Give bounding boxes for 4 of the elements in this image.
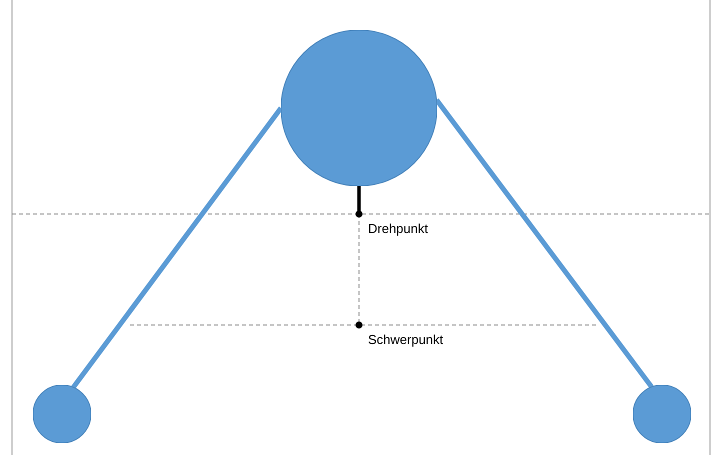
point-label: Schwerpunkt [368,332,444,347]
point-label: Drehpunkt [368,221,428,236]
rod [434,98,654,388]
rod [71,106,283,389]
